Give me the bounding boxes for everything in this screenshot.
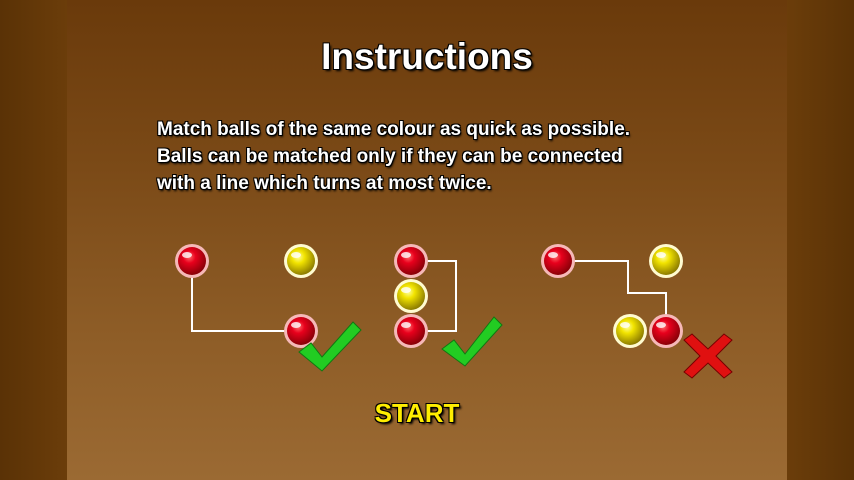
- instructions-text: Match balls of the same colour as quick …: [157, 116, 757, 197]
- check-icon: [441, 316, 503, 367]
- red-ball: [394, 244, 428, 278]
- yellow-ball: [649, 244, 683, 278]
- page-title: Instructions: [321, 36, 533, 77]
- example-valid-around: [394, 244, 503, 367]
- connection-line: [191, 261, 301, 332]
- check-icon: [298, 321, 362, 372]
- red-ball: [284, 314, 318, 348]
- instruction-line-2: Balls can be matched only if they can be…: [157, 146, 623, 167]
- yellow-ball: [613, 314, 647, 348]
- connection-line: [411, 260, 457, 332]
- start-button[interactable]: START: [374, 398, 460, 428]
- example-invalid-three-turn: [541, 244, 733, 379]
- cross-icon: [683, 333, 733, 379]
- red-ball: [394, 314, 428, 348]
- example-valid-two-turn: [175, 244, 362, 372]
- red-ball: [649, 314, 683, 348]
- instruction-line-3: with a line which turns at most twice.: [157, 173, 492, 194]
- yellow-ball: [284, 244, 318, 278]
- yellow-ball: [394, 279, 428, 313]
- instruction-line-1: Match balls of the same colour as quick …: [157, 119, 631, 140]
- start-button-area: START: [0, 396, 834, 431]
- instructions-panel: [67, 0, 787, 480]
- red-ball: [175, 244, 209, 278]
- red-ball: [541, 244, 575, 278]
- connection-line: [558, 260, 667, 331]
